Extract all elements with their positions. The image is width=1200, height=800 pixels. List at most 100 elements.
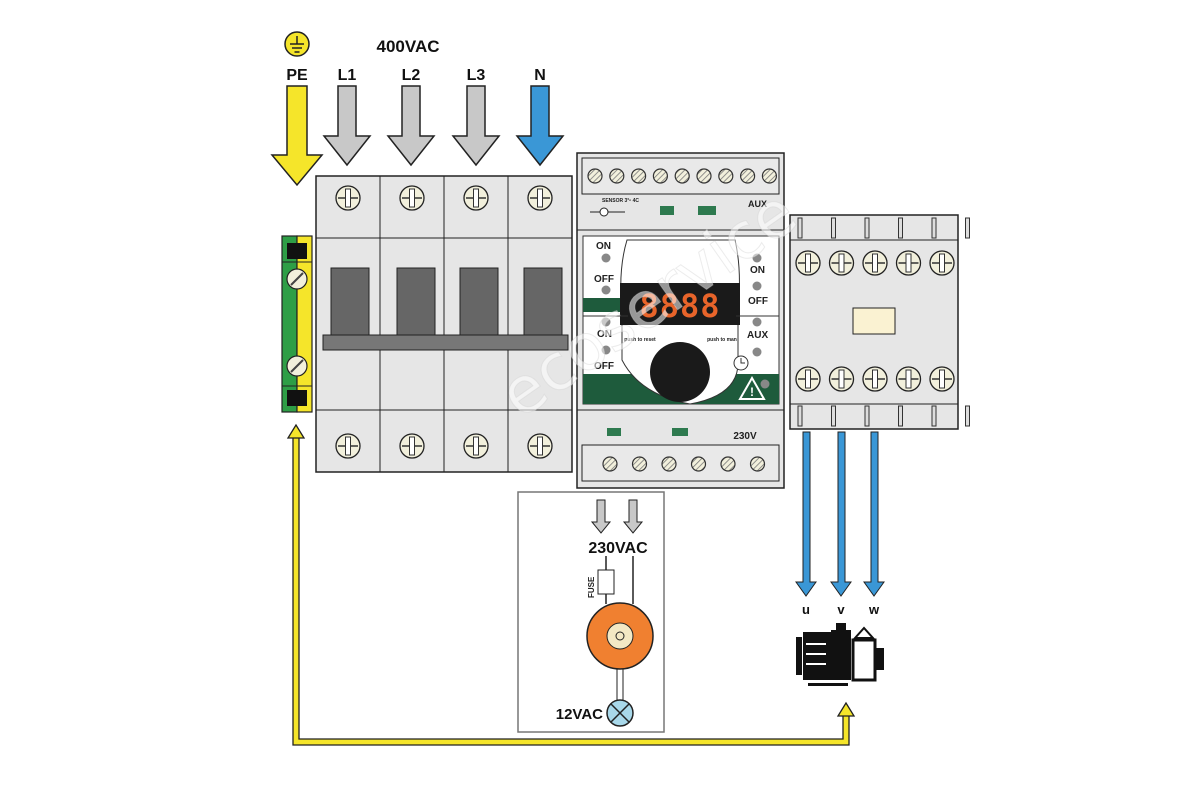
aux-voltage-label: 230VAC bbox=[588, 540, 648, 557]
seven-seg-display: 8888 bbox=[639, 287, 720, 325]
bottom-filter-icon bbox=[672, 428, 688, 436]
contactor-rib bbox=[797, 217, 803, 239]
contactor-rib bbox=[831, 405, 836, 427]
led-on1 bbox=[601, 253, 611, 263]
breaker-terminal-screw bbox=[463, 185, 489, 211]
controller-bottom-terminal bbox=[631, 456, 648, 472]
contactor-rib bbox=[931, 405, 937, 427]
l2-arrow-icon bbox=[386, 85, 436, 167]
led-right-off bbox=[752, 281, 762, 291]
l1-arrow-icon bbox=[322, 85, 372, 167]
right-on-label: ON bbox=[750, 265, 765, 276]
contactor-rib bbox=[965, 405, 970, 427]
breaker-terminal-screw bbox=[527, 185, 553, 211]
warning-icon bbox=[738, 375, 766, 400]
controller-bottom-terminal bbox=[720, 456, 736, 472]
w-arrow-icon bbox=[863, 431, 885, 597]
control-knob[interactable] bbox=[650, 342, 710, 402]
contactor-rib bbox=[931, 217, 937, 239]
phase-v-label: v bbox=[837, 602, 845, 617]
conductor-label-pe: PE bbox=[286, 67, 308, 84]
aux-top-label: AUX bbox=[748, 199, 767, 209]
contactor-top-screw bbox=[929, 250, 955, 276]
controller-top-terminal bbox=[696, 168, 712, 184]
led-right-timer bbox=[752, 347, 762, 357]
contactor-top-screw bbox=[895, 250, 922, 276]
breaker-terminal-screw bbox=[399, 185, 425, 211]
led-off1 bbox=[601, 285, 611, 295]
contactor-top-screw bbox=[828, 250, 855, 276]
right-off-label: OFF bbox=[748, 296, 768, 307]
controller-top-terminal bbox=[630, 168, 647, 184]
breaker-terminal-screw bbox=[463, 433, 489, 459]
sensor-label: SENSOR 3°ⁿ 4C bbox=[602, 198, 639, 204]
breaker-terminal-screw bbox=[335, 185, 361, 211]
contactor bbox=[789, 214, 959, 430]
fuse-label: FUSE bbox=[587, 576, 596, 598]
conductor-label-l1: L1 bbox=[338, 67, 357, 84]
u-arrow-icon bbox=[795, 431, 817, 597]
earth-symbol-icon bbox=[284, 31, 310, 57]
left-off1-label: OFF bbox=[594, 274, 614, 285]
pump-relay-icon bbox=[660, 206, 674, 215]
contactor-bottom-screw bbox=[929, 366, 955, 392]
contactor-rib bbox=[864, 405, 870, 427]
n-arrow-icon bbox=[515, 85, 565, 167]
led-right-on bbox=[752, 253, 762, 263]
conductor-label-l3: L3 bbox=[467, 67, 486, 84]
v-arrow-icon bbox=[830, 431, 852, 597]
contactor-bottom-screw bbox=[795, 366, 821, 392]
contactor-bottom-screw bbox=[895, 366, 922, 392]
controller-top-terminal bbox=[739, 168, 756, 184]
contactor-top-screw bbox=[795, 250, 821, 276]
controller-bottom-terminal bbox=[749, 456, 766, 472]
circuit-breaker-4p bbox=[315, 175, 573, 473]
controller-bottom-terminal bbox=[661, 456, 677, 472]
contactor-top-screw bbox=[862, 250, 888, 276]
sensor-icon bbox=[590, 207, 625, 217]
led-off2 bbox=[601, 345, 611, 355]
breaker-terminal-screw bbox=[527, 433, 553, 459]
pe-return-conductor bbox=[286, 423, 856, 746]
controller-bottom-terminal bbox=[602, 456, 618, 472]
contactor-rib bbox=[965, 217, 970, 239]
l3-arrow-icon bbox=[451, 85, 501, 167]
conductor-label-l2: L2 bbox=[402, 67, 421, 84]
left-off2-label: OFF bbox=[594, 361, 614, 372]
breaker-terminal-screw bbox=[335, 433, 361, 459]
lamp-icon bbox=[606, 699, 634, 727]
controller-top-terminal bbox=[652, 168, 669, 184]
led-alarm bbox=[760, 379, 770, 389]
controller-bottom-terminal bbox=[690, 456, 707, 472]
supply-voltage-label: 400VAC bbox=[377, 37, 440, 56]
filter-relay-icon bbox=[698, 206, 716, 215]
aux-circuit-box bbox=[517, 491, 665, 733]
controller-top-terminal bbox=[718, 168, 734, 184]
contactor-rib bbox=[898, 405, 903, 427]
controller-top-terminal bbox=[587, 168, 603, 184]
svg-text:!: ! bbox=[750, 385, 754, 399]
controller-top-terminal bbox=[674, 168, 690, 184]
contactor-rib bbox=[831, 217, 836, 239]
conductor-label-n: N bbox=[534, 67, 546, 84]
contactor-rib bbox=[797, 405, 803, 427]
controller-top-terminal bbox=[609, 168, 625, 184]
left-on2-label: ON bbox=[597, 329, 612, 340]
fuse-icon bbox=[597, 569, 615, 595]
bottom-230v-label: 230V bbox=[733, 431, 757, 442]
phase-w-label: w bbox=[868, 602, 880, 617]
led-right-aux bbox=[752, 317, 762, 327]
right-aux-label: AUX bbox=[747, 330, 768, 341]
left-on1-label: ON bbox=[596, 241, 611, 252]
contactor-rib bbox=[864, 217, 870, 239]
push-to-man-label: push to man bbox=[707, 337, 737, 343]
pump-motor-icon bbox=[796, 623, 884, 686]
contactor-bottom-screw bbox=[862, 366, 888, 392]
led-on2 bbox=[601, 317, 611, 327]
pe-arrow-icon bbox=[270, 85, 324, 187]
bottom-pump-icon bbox=[607, 428, 621, 436]
controller-top-terminal bbox=[761, 168, 778, 184]
earth-terminal-block bbox=[281, 235, 313, 413]
contactor-rib bbox=[898, 217, 903, 239]
